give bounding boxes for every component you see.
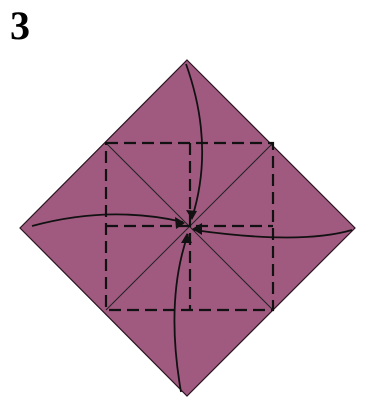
origami-diagram [0, 0, 365, 397]
